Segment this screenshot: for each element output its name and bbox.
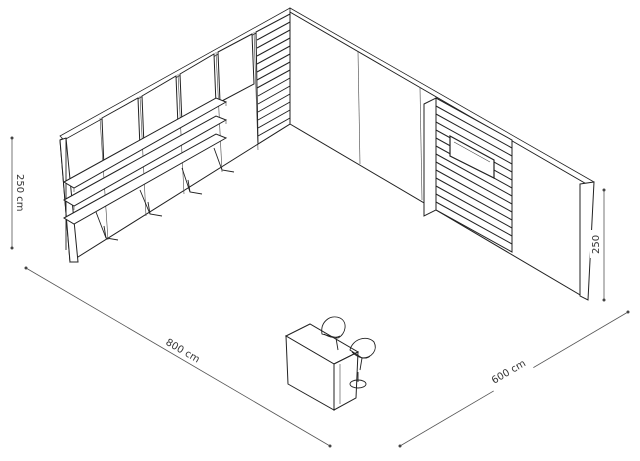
upper-cabinets (101, 33, 255, 169)
right-wall (289, 7, 595, 301)
dimension-height-right: 250 (590, 188, 606, 302)
height-left-label: 250 cm (14, 174, 25, 212)
shelf-brackets (95, 147, 235, 241)
right-slat-panel (435, 97, 513, 253)
dimension-width: 600 cm (398, 310, 630, 448)
dimension-height-left: 250 cm (10, 136, 26, 250)
reception-counter (284, 323, 360, 411)
window (449, 134, 495, 179)
left-wall (59, 7, 295, 263)
wall-shelves (62, 97, 228, 225)
height-right-label: 250 (591, 235, 602, 254)
left-slat-panel (255, 13, 291, 145)
lounge-chairs (321, 316, 376, 389)
dimension-length: 800 cm (24, 266, 332, 448)
